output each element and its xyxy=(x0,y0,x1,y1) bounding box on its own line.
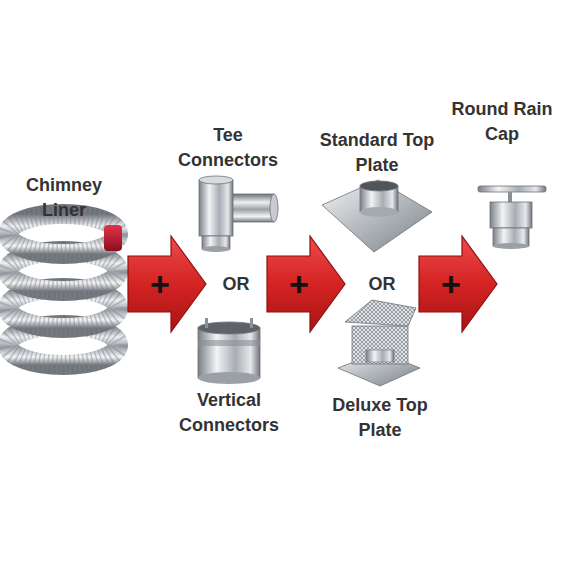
product-label: Round Rain Cap xyxy=(444,97,560,147)
product-label: OR xyxy=(362,272,402,297)
plus-arrow: + xyxy=(266,234,346,334)
plus-sign: + xyxy=(418,234,498,334)
deluxe-top-plate xyxy=(338,300,420,386)
plus-arrow: + xyxy=(418,234,498,334)
round-rain-cap xyxy=(478,186,546,249)
product-label: Deluxe Top Plate xyxy=(320,393,440,443)
product-label: Vertical Connectors xyxy=(173,388,285,438)
product-label: Tee Connectors xyxy=(172,123,284,173)
plus-arrow: + xyxy=(127,234,207,334)
tee-connector xyxy=(199,176,278,252)
plus-sign: + xyxy=(266,234,346,334)
product-label: OR xyxy=(216,272,256,297)
chimney-liner-coil xyxy=(8,214,122,365)
product-label: Standard Top Plate xyxy=(314,128,440,178)
standard-top-plate xyxy=(322,180,432,252)
product-label: Chimney Liner xyxy=(2,173,126,223)
plus-sign: + xyxy=(127,234,207,334)
vertical-connector xyxy=(198,318,260,384)
